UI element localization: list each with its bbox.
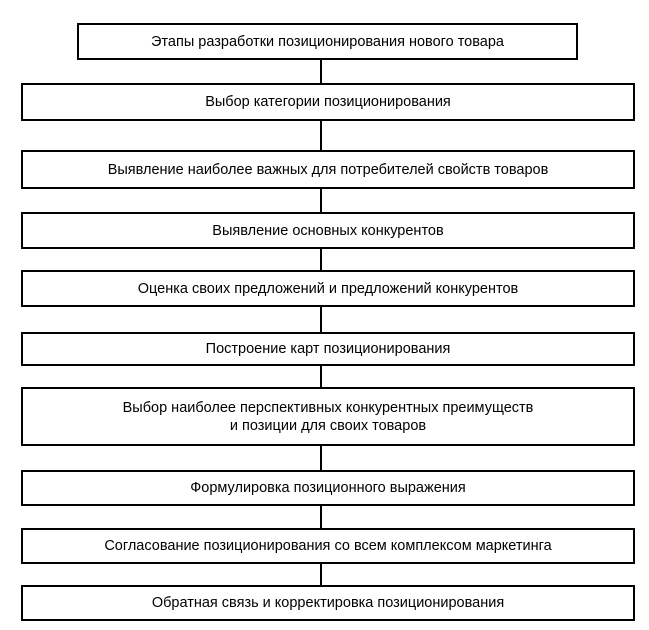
step-1-box: Выбор категории позиционирования (21, 83, 635, 121)
step-7-box: Формулировка позиционного выражения (21, 470, 635, 506)
step-6-box: Выбор наиболее перспективных конкурентны… (21, 387, 635, 446)
step-2-box: Выявление наиболее важных для потребител… (21, 150, 635, 189)
diagram-title-box: Этапы разработки позиционирования нового… (77, 23, 578, 60)
connector-line (320, 59, 322, 589)
step-8-box: Согласование позиционирования со всем ко… (21, 528, 635, 564)
step-3-box: Выявление основных конкурентов (21, 212, 635, 249)
step-4-box: Оценка своих предложений и предложений к… (21, 270, 635, 307)
step-9-box: Обратная связь и корректировка позициони… (21, 585, 635, 621)
step-5-box: Построение карт позиционирования (21, 332, 635, 366)
